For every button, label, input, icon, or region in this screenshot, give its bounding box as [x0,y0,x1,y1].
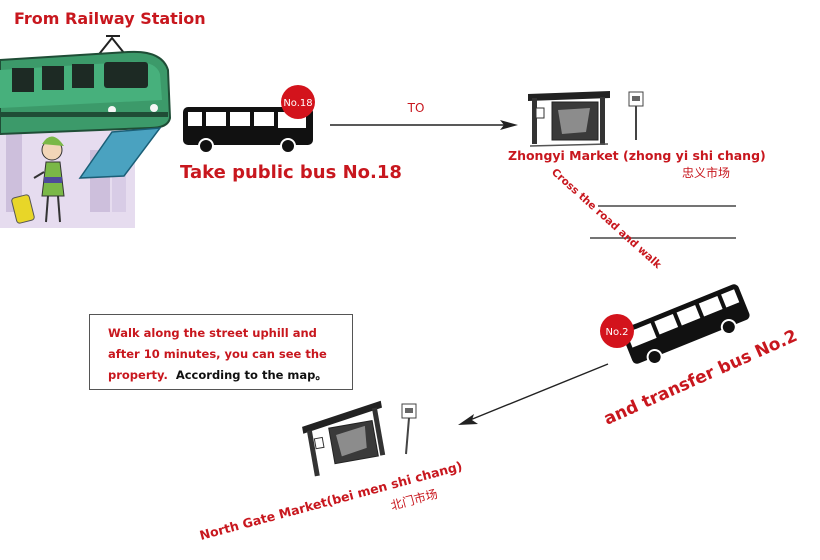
traveler-icon [11,136,65,224]
train-icon [0,50,172,179]
cross-road-label: Cross the road and walk [549,166,664,271]
arrow-to-zhongyi [330,120,518,130]
bus-stop-north-gate [302,400,417,477]
bus-number-badge [281,85,315,119]
bus-shelter-icon [528,91,610,147]
bus-number-badge [600,314,634,348]
bus-shelter-icon [302,400,386,477]
note-line-3: property. According to the map。 [108,365,342,386]
zhongyi-market-cn-label: 忠义市场 [682,165,730,180]
bus-icon [621,284,750,365]
bus-stop-sign-icon [401,403,417,455]
directions-note: Walk along the street uphill and after 1… [89,314,353,390]
bus-number-badge-label: No.18 [283,98,312,109]
note-line-3-text: property. [108,368,168,382]
note-suffix: According to the map。 [175,368,327,382]
note-line-1: Walk along the street uphill and [108,326,317,340]
bus-icon [183,107,313,154]
bus-18: No.18 [183,85,315,154]
road-lines [590,205,736,239]
to-label: TO [407,101,425,115]
take-bus-label: Take public bus No.18 [180,162,402,183]
railway-station-illustration [0,35,172,228]
arrow-to-north-gate [458,363,609,425]
note-line-2: after 10 minutes, you can see the [108,347,327,361]
bus-number-badge-label: No.2 [606,327,629,338]
bus-2: No.2 [600,284,750,365]
bus-stop-zhongyi [528,91,644,147]
diagram-title: From Railway Station [14,9,206,28]
zhongyi-market-label: Zhongyi Market (zhong yi shi chang) [508,148,766,163]
bus-stop-sign-icon [628,91,644,140]
